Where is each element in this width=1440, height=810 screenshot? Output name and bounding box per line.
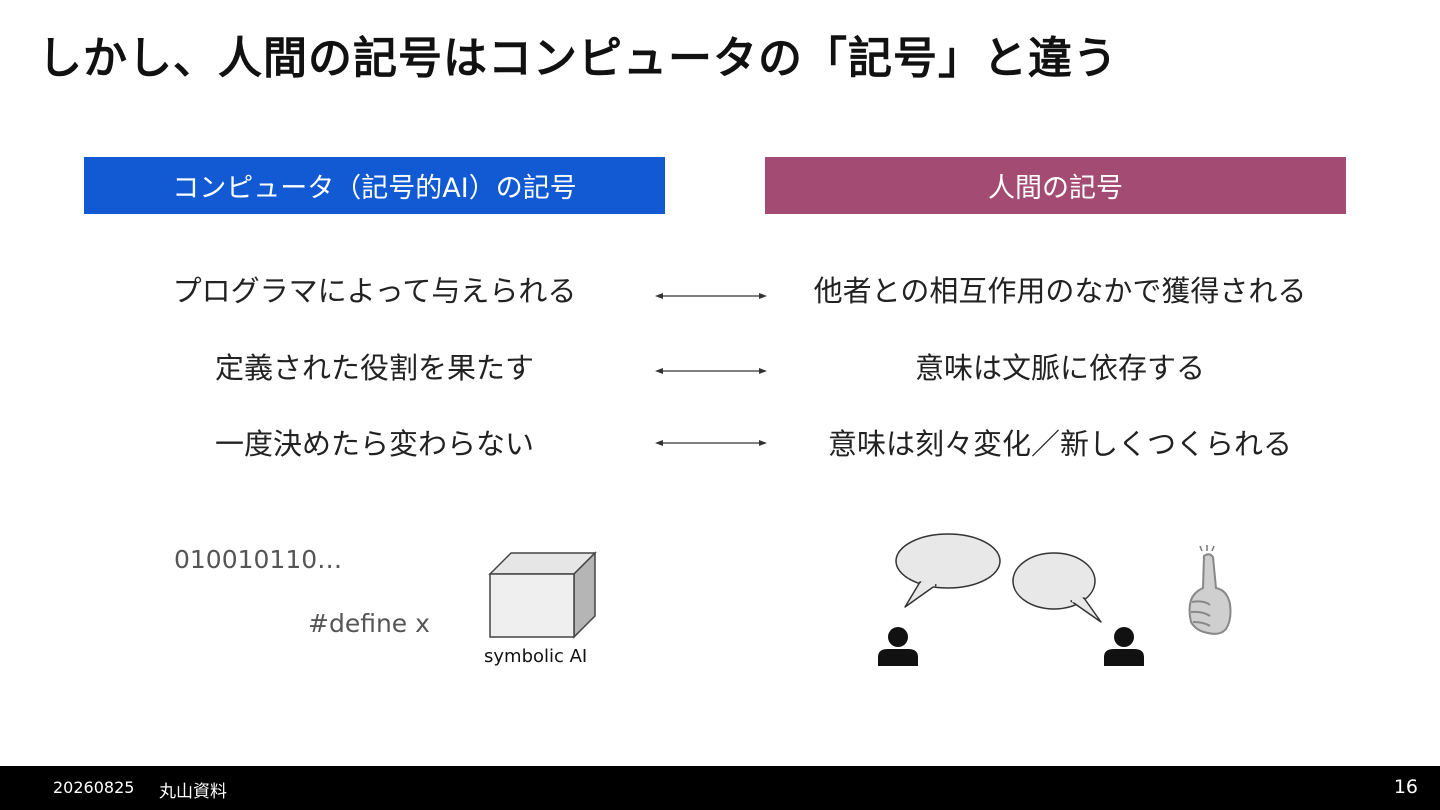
- define-code-text: #define x: [308, 609, 430, 638]
- thumbs-up-icon: [1188, 545, 1232, 635]
- double-arrow-icon: [655, 368, 767, 374]
- slide-title: しかし、人間の記号はコンピュータの「記号」と違う: [38, 33, 1118, 84]
- row-2-left-text: 定義された役割を果たす: [214, 351, 534, 385]
- row-3-right-text: 意味は刻々変化／新しくつくられる: [827, 427, 1292, 461]
- speech-bubble-left-icon: [895, 533, 1001, 608]
- row-2-right-text: 意味は文脈に依存する: [914, 351, 1205, 385]
- footer-bar: 20260825 丸山資料 16: [0, 766, 1440, 810]
- speech-bubble-right-icon: [1012, 552, 1102, 623]
- conversation-illustration: [878, 533, 1232, 666]
- footer-author: 丸山資料: [159, 782, 227, 802]
- row-1-right-text: 他者との相互作用のなかで獲得される: [813, 274, 1307, 308]
- cube-label: symbolic AI: [484, 646, 588, 667]
- computer-symbols-header: コンピュータ（記号的AI）の記号: [84, 157, 665, 214]
- double-arrow-icon: [655, 293, 767, 299]
- double-arrow-icon: [655, 440, 767, 446]
- footer-date: 20260825: [53, 778, 135, 797]
- human-symbols-header: 人間の記号: [765, 157, 1346, 214]
- binary-code-text: 010010110…: [174, 545, 343, 574]
- person-left-icon: [878, 627, 918, 666]
- person-right-icon: [1104, 627, 1144, 666]
- row-3-left-text: 一度決めたら変わらない: [214, 427, 534, 461]
- page-number: 16: [1393, 776, 1418, 798]
- cube-icon: [488, 551, 597, 639]
- row-1-left-text: プログラマによって与えられる: [172, 274, 577, 308]
